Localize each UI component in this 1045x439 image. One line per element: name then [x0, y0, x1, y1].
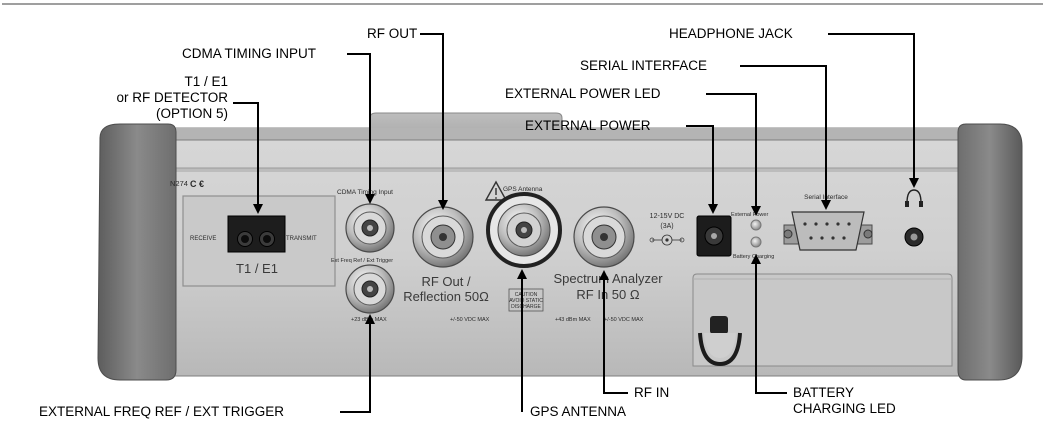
- headphone-icon: [905, 189, 923, 207]
- external-power-led: [750, 219, 762, 231]
- model-number: N274: [170, 179, 188, 188]
- callout-rfout: RF OUT: [367, 26, 418, 41]
- t1-e1-panel: RECEIVE TRANSMIT T1 / E1: [182, 195, 336, 287]
- leader-ext-power-led: [706, 93, 757, 208]
- leader-headphone: [828, 33, 915, 180]
- leader-battery-led: [755, 262, 787, 394]
- callout-t1e1-line1: T1 / E1: [184, 74, 228, 89]
- t1-receive-label: RECEIVE: [190, 236, 216, 242]
- battery-charging-led: [750, 236, 762, 248]
- ext-trigger-label: Ext Freq Ref / Ext Trigger: [331, 258, 393, 264]
- dc-polarity-icon: [649, 234, 685, 246]
- dc-current: (3A): [660, 223, 673, 230]
- t1-transmit-label: TRANSMIT: [286, 236, 317, 242]
- callout-ext-freq: EXTERNAL FREQ REF / EXT TRIGGER: [39, 404, 285, 419]
- rf-out-connector[interactable]: [412, 206, 474, 268]
- external-power-jack[interactable]: [696, 215, 732, 257]
- warning-triangle-icon: [484, 180, 508, 201]
- callout-ext-power-led: EXTERNAL POWER LED: [505, 86, 661, 101]
- leader-ext-freq: [340, 322, 371, 413]
- t1-name-label: T1 / E1: [236, 261, 278, 276]
- leader-lines: [233, 33, 919, 413]
- gps-antenna-connector[interactable]: [486, 192, 562, 268]
- caution-line-1: CAUTION: [515, 292, 538, 298]
- callout-headphone: HEADPHONE JACK: [669, 26, 793, 41]
- battery-door-latch[interactable]: [698, 316, 742, 367]
- callout-cdma: CDMA TIMING INPUT: [182, 46, 317, 61]
- leader-rfin: [603, 278, 628, 394]
- cdma-timing-connector[interactable]: [345, 203, 395, 253]
- dc-rating: 12-15V DC: [650, 213, 685, 220]
- ext-freq-ref-connector[interactable]: [345, 264, 395, 314]
- rf-in-connector[interactable]: [573, 206, 635, 268]
- battery-small-label: Battery Charging: [733, 254, 774, 260]
- callout-t1e1-line2: or RF DETECTOR: [116, 90, 228, 105]
- headphone-jack[interactable]: [904, 227, 924, 247]
- battery-door: [692, 273, 953, 367]
- sa-label-2: RF In 50 Ω: [576, 287, 639, 302]
- vdc-left: +/-50 VDC MAX: [450, 317, 490, 323]
- max-rating-right: +43 dBm MAX: [555, 317, 591, 323]
- caution-line-2: AVOID STATIC: [509, 298, 543, 304]
- callout-gps: GPS ANTENNA: [530, 404, 627, 419]
- rf-out-label-1: RF Out /: [421, 274, 471, 289]
- callout-battery-line2: CHARGING LED: [793, 401, 896, 416]
- callout-t1e1: T1 / E1 or RF DETECTOR (OPTION 5): [60, 74, 228, 122]
- cdma-label: CDMA Timing Input: [337, 189, 393, 196]
- rf-out-label-2: Reflection 50Ω: [403, 289, 489, 304]
- caution-line-3: DISCHARGE: [511, 304, 541, 310]
- callout-serial: SERIAL INTERFACE: [580, 58, 708, 73]
- callout-battery-led: BATTERY CHARGING LED: [793, 385, 896, 417]
- left-bumper: [97, 123, 177, 381]
- sa-label-1: Spectrum Analyzer: [553, 271, 663, 286]
- callout-t1e1-line3: (OPTION 5): [155, 106, 228, 121]
- ext-power-small-label: External Power: [731, 212, 768, 218]
- callout-battery-line1: BATTERY: [793, 385, 855, 400]
- callout-ext-power: EXTERNAL POWER: [525, 118, 651, 133]
- leader-ext-power: [686, 125, 714, 206]
- t1-e1-connector[interactable]: [227, 215, 286, 253]
- callout-rfin: RF IN: [634, 385, 670, 400]
- vdc-right: +/-50 VDC MAX: [604, 317, 644, 323]
- leader-rfout: [420, 33, 444, 202]
- right-bumper: [957, 123, 1023, 381]
- caution-box: [508, 288, 544, 312]
- ce-mark: C €: [190, 179, 204, 189]
- serial-connector[interactable]: [783, 211, 873, 251]
- leader-serial: [740, 65, 827, 202]
- leader-cdma: [347, 53, 371, 196]
- leader-t1e1: [233, 102, 259, 206]
- gps-label: GPS Antenna: [503, 186, 543, 193]
